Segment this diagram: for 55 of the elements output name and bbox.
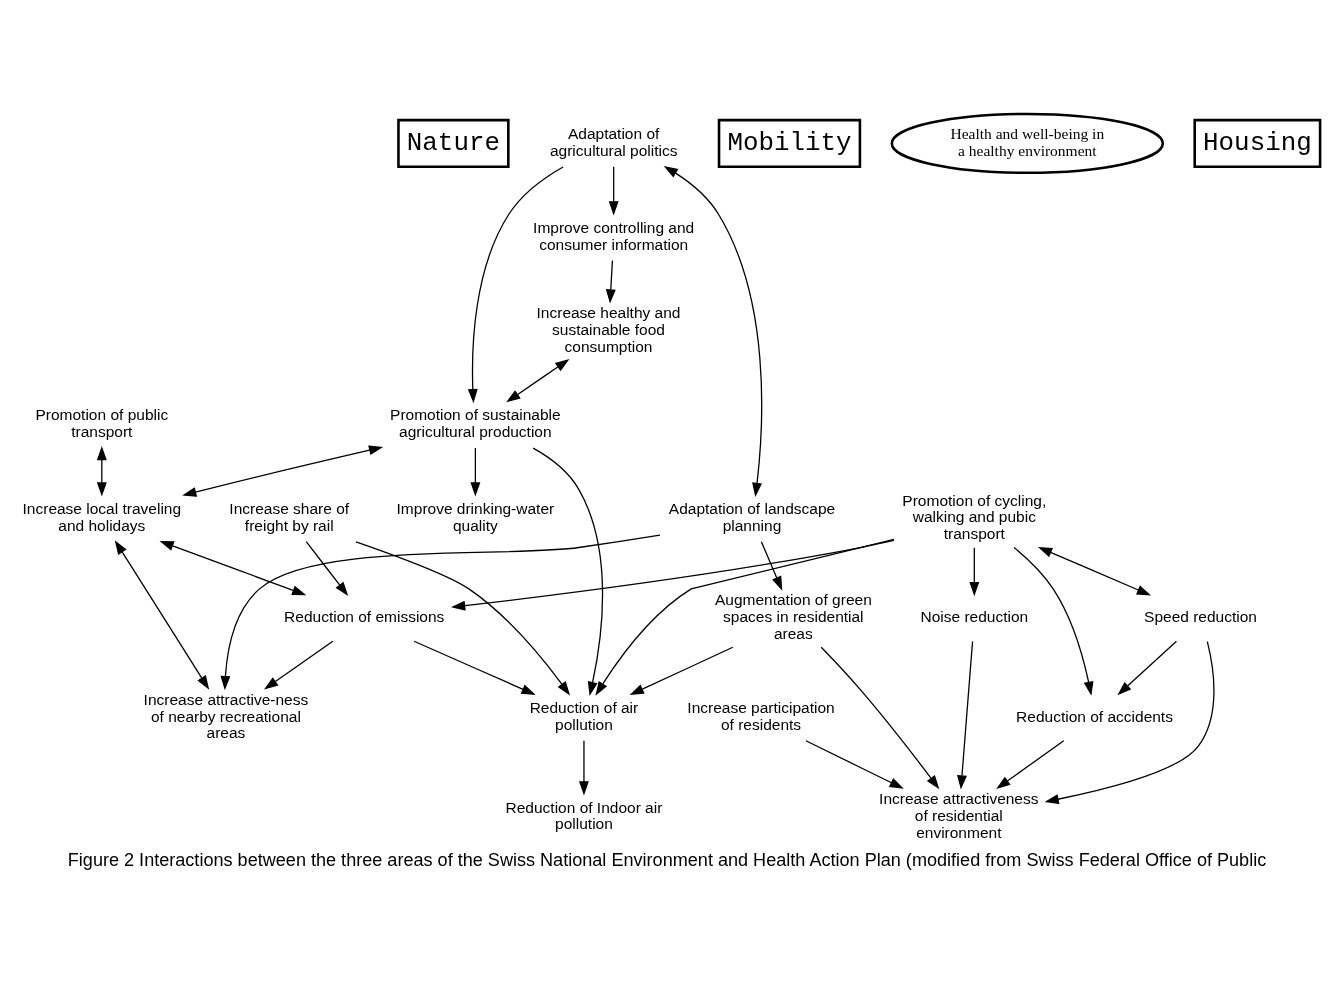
arrow [264, 640, 334, 690]
node-text: Noise reduction [920, 607, 1029, 625]
arrow [605, 260, 616, 304]
node-text: Increase attractiveness of residential environment [879, 790, 1039, 841]
arrow [996, 740, 1065, 790]
node-box: Mobility [717, 118, 862, 168]
node-text: Promotion of cycling, walking and pubic transport [902, 491, 1047, 543]
arrow [305, 541, 349, 596]
node-text: Increase participation of residents [687, 699, 835, 733]
arrow [969, 547, 980, 597]
arrow [467, 166, 564, 404]
arrow [96, 446, 107, 497]
arrow [1117, 640, 1178, 696]
node-ellipse: Health and well-being in a healthy environment [890, 112, 1165, 175]
arrow [413, 640, 536, 695]
node-text: Increase attractive-ness of nearby recreational areas [143, 690, 309, 742]
arrow [608, 166, 619, 216]
arrow [506, 359, 570, 403]
arrow [957, 640, 974, 790]
node-text: Reduction of Indoor air pollution [505, 798, 663, 833]
arrow [159, 541, 307, 596]
arrow [220, 534, 661, 691]
arrow [451, 539, 895, 611]
arrow [578, 740, 589, 796]
arrow [532, 447, 604, 696]
node-text: Improve drinking-water quality [396, 500, 555, 534]
arrow [805, 740, 904, 789]
node-box: Nature [397, 118, 510, 168]
arrow [355, 541, 571, 696]
arrow [820, 646, 940, 790]
node-text: Promotion of public transport [35, 406, 169, 441]
node-text: Increase share of freight by rail [229, 500, 350, 534]
node-text: Increase local traveling and holidays [22, 500, 182, 534]
arrow [182, 445, 384, 497]
arrow [1013, 546, 1094, 696]
arrow [1044, 641, 1215, 804]
node-text: Reduction of emissions [284, 607, 445, 625]
node-text: Improve controlling and consumer information [533, 218, 695, 253]
node-text: Adaptation of landscape planning [668, 500, 836, 534]
arrow [114, 540, 210, 690]
node-text: Adaptation of agricultural politics [549, 125, 678, 159]
arrow [760, 541, 783, 591]
arrow [663, 165, 763, 497]
arrow [595, 538, 895, 696]
node-text: Promotion of sustainable agricultural production [390, 406, 561, 441]
node-text: Reduction of air pollution [529, 699, 639, 733]
node-box: Housing [1193, 118, 1322, 168]
arrow [629, 646, 734, 696]
arrow [1037, 547, 1152, 596]
node-text: Reduction of accidents [1016, 707, 1173, 725]
caption: Figure 2 Interactions between the three areas of the Swiss National Environment and Health Action Plan (modified from Swiss Federal Office of Public [67, 849, 1267, 870]
arrow [470, 447, 481, 497]
node-text: Augmentation of green spaces in residential areas [714, 591, 872, 642]
node-text: Increase healthy and sustainable food consumption [536, 304, 681, 355]
node-text: Speed reduction [1144, 607, 1257, 625]
